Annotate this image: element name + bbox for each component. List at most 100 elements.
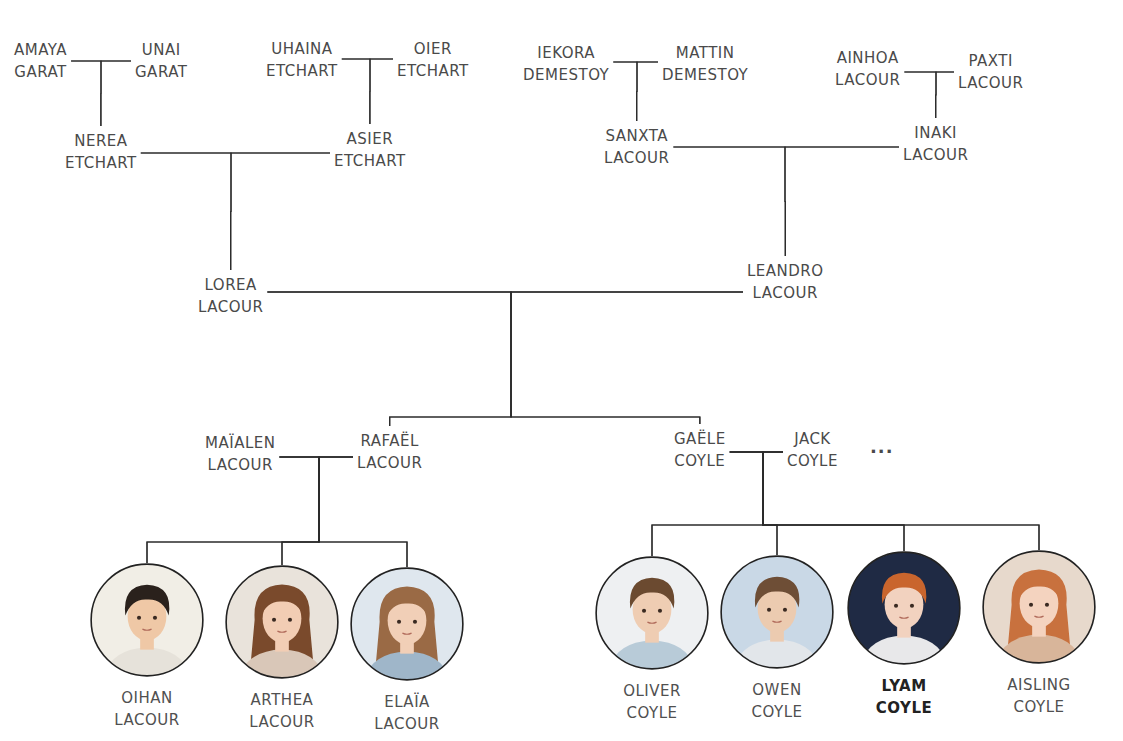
portrait-eye <box>658 609 662 613</box>
person-name-node: ASIER ETCHART <box>334 128 406 172</box>
portrait-art <box>720 555 834 669</box>
child-portrait-node: LYAM COYLE <box>847 551 961 719</box>
person-name-node: PAXTI LACOUR <box>958 50 1023 94</box>
portrait-art <box>847 551 961 665</box>
family-line <box>279 457 407 567</box>
family-line <box>342 59 370 124</box>
child-portrait-node: OWEN COYLE <box>720 555 834 723</box>
family-line <box>730 452 1039 550</box>
person-name-node: INAKI LACOUR <box>903 122 968 166</box>
portrait-shirt <box>861 635 948 665</box>
portrait-outline <box>983 551 1095 663</box>
person-name-node: MATTIN DEMESTOY <box>662 42 748 86</box>
portrait-mouth <box>1034 616 1043 617</box>
child-portrait-node: OLIVER COYLE <box>595 556 709 724</box>
portrait-art <box>982 550 1096 664</box>
person-name: AISLING COYLE <box>1007 674 1070 718</box>
portrait-shirt <box>609 640 696 670</box>
person-name: NEREA ETCHART <box>65 130 137 174</box>
family-line <box>282 457 353 565</box>
family-line <box>904 72 936 118</box>
portrait-art <box>595 556 709 670</box>
person-name: JACK COYLE <box>787 428 838 472</box>
person-name: PAXTI LACOUR <box>958 50 1023 94</box>
family-line <box>637 62 658 121</box>
person-name: ARTHEA LACOUR <box>249 689 314 733</box>
family-line <box>673 147 785 256</box>
family-line <box>390 292 743 426</box>
portrait-eye <box>1029 603 1033 607</box>
portrait-outline <box>91 564 203 676</box>
person-name: ASIER ETCHART <box>334 128 406 172</box>
portrait-circle <box>595 556 709 670</box>
person-name: LEANDRO LACOUR <box>747 260 824 304</box>
portrait-outline <box>721 556 833 668</box>
portrait-hair <box>1017 572 1061 603</box>
portrait-circle <box>982 550 1096 664</box>
person-name: OWEN COYLE <box>752 679 803 723</box>
person-name-node: RAFAËL LACOUR <box>357 430 422 474</box>
family-line <box>71 61 101 126</box>
portrait-mouth <box>772 621 781 622</box>
person-name: MAÏALEN LACOUR <box>205 432 275 476</box>
portrait-eye <box>642 609 646 613</box>
portrait-mouth <box>647 622 656 623</box>
person-name-node: JACK COYLE <box>787 428 838 472</box>
portrait-outline <box>848 552 960 664</box>
portrait-eye <box>413 620 417 624</box>
family-line <box>763 452 783 555</box>
portrait-mouth <box>899 617 908 618</box>
portrait-shirt <box>104 647 191 677</box>
person-name-node: GAËLE COYLE <box>674 428 726 472</box>
person-name: INAKI LACOUR <box>903 122 968 166</box>
family-line <box>267 292 699 424</box>
person-name-node: AINHOA LACOUR <box>835 47 900 91</box>
portrait-hair <box>385 589 429 620</box>
family-line <box>370 59 393 124</box>
portrait-eye <box>137 616 141 620</box>
portrait-eye <box>894 604 898 608</box>
person-name: ELAÏA LACOUR <box>374 691 439 735</box>
person-name: LYAM COYLE <box>876 675 932 719</box>
portrait-outline <box>226 566 338 678</box>
portrait-art <box>225 565 339 679</box>
person-name-node: AMAYA GARAT <box>14 39 67 83</box>
person-name: AINHOA LACOUR <box>835 47 900 91</box>
family-line <box>936 72 954 118</box>
person-name: LOREA LACOUR <box>198 274 263 318</box>
family-line <box>141 153 231 270</box>
portrait-circle <box>350 567 464 681</box>
portrait-hair <box>755 577 799 608</box>
person-name: RAFAËL LACOUR <box>357 430 422 474</box>
portrait-eye <box>272 618 276 622</box>
portrait-circle <box>847 551 961 665</box>
portrait-mouth <box>277 631 286 632</box>
person-name: SANXTA LACOUR <box>604 125 669 169</box>
family-line <box>267 292 511 426</box>
portrait-hair <box>125 585 169 616</box>
person-name-node: LEANDRO LACOUR <box>747 260 824 304</box>
family-line <box>613 62 637 121</box>
portrait-art <box>350 567 464 681</box>
family-line <box>785 147 899 256</box>
person-name-node: SANXTA LACOUR <box>604 125 669 169</box>
person-name: OIHAN LACOUR <box>114 687 179 731</box>
portrait-outline <box>596 557 708 669</box>
person-name: MATTIN DEMESTOY <box>662 42 748 86</box>
portrait-mouth <box>142 629 151 630</box>
person-name: OLIVER COYLE <box>623 680 681 724</box>
portrait-eye <box>767 608 771 612</box>
family-line <box>101 61 131 126</box>
portrait-hair <box>630 578 674 609</box>
portrait-art <box>90 563 204 677</box>
portrait-eye <box>288 618 292 622</box>
person-name-node: LOREA LACOUR <box>198 274 263 318</box>
family-line <box>511 292 743 424</box>
child-portrait-node: ARTHEA LACOUR <box>225 565 339 733</box>
person-name-node: UHAINA ETCHART <box>266 38 338 82</box>
family-line <box>279 457 319 565</box>
portrait-hair <box>260 587 304 618</box>
portrait-eye <box>1045 603 1049 607</box>
